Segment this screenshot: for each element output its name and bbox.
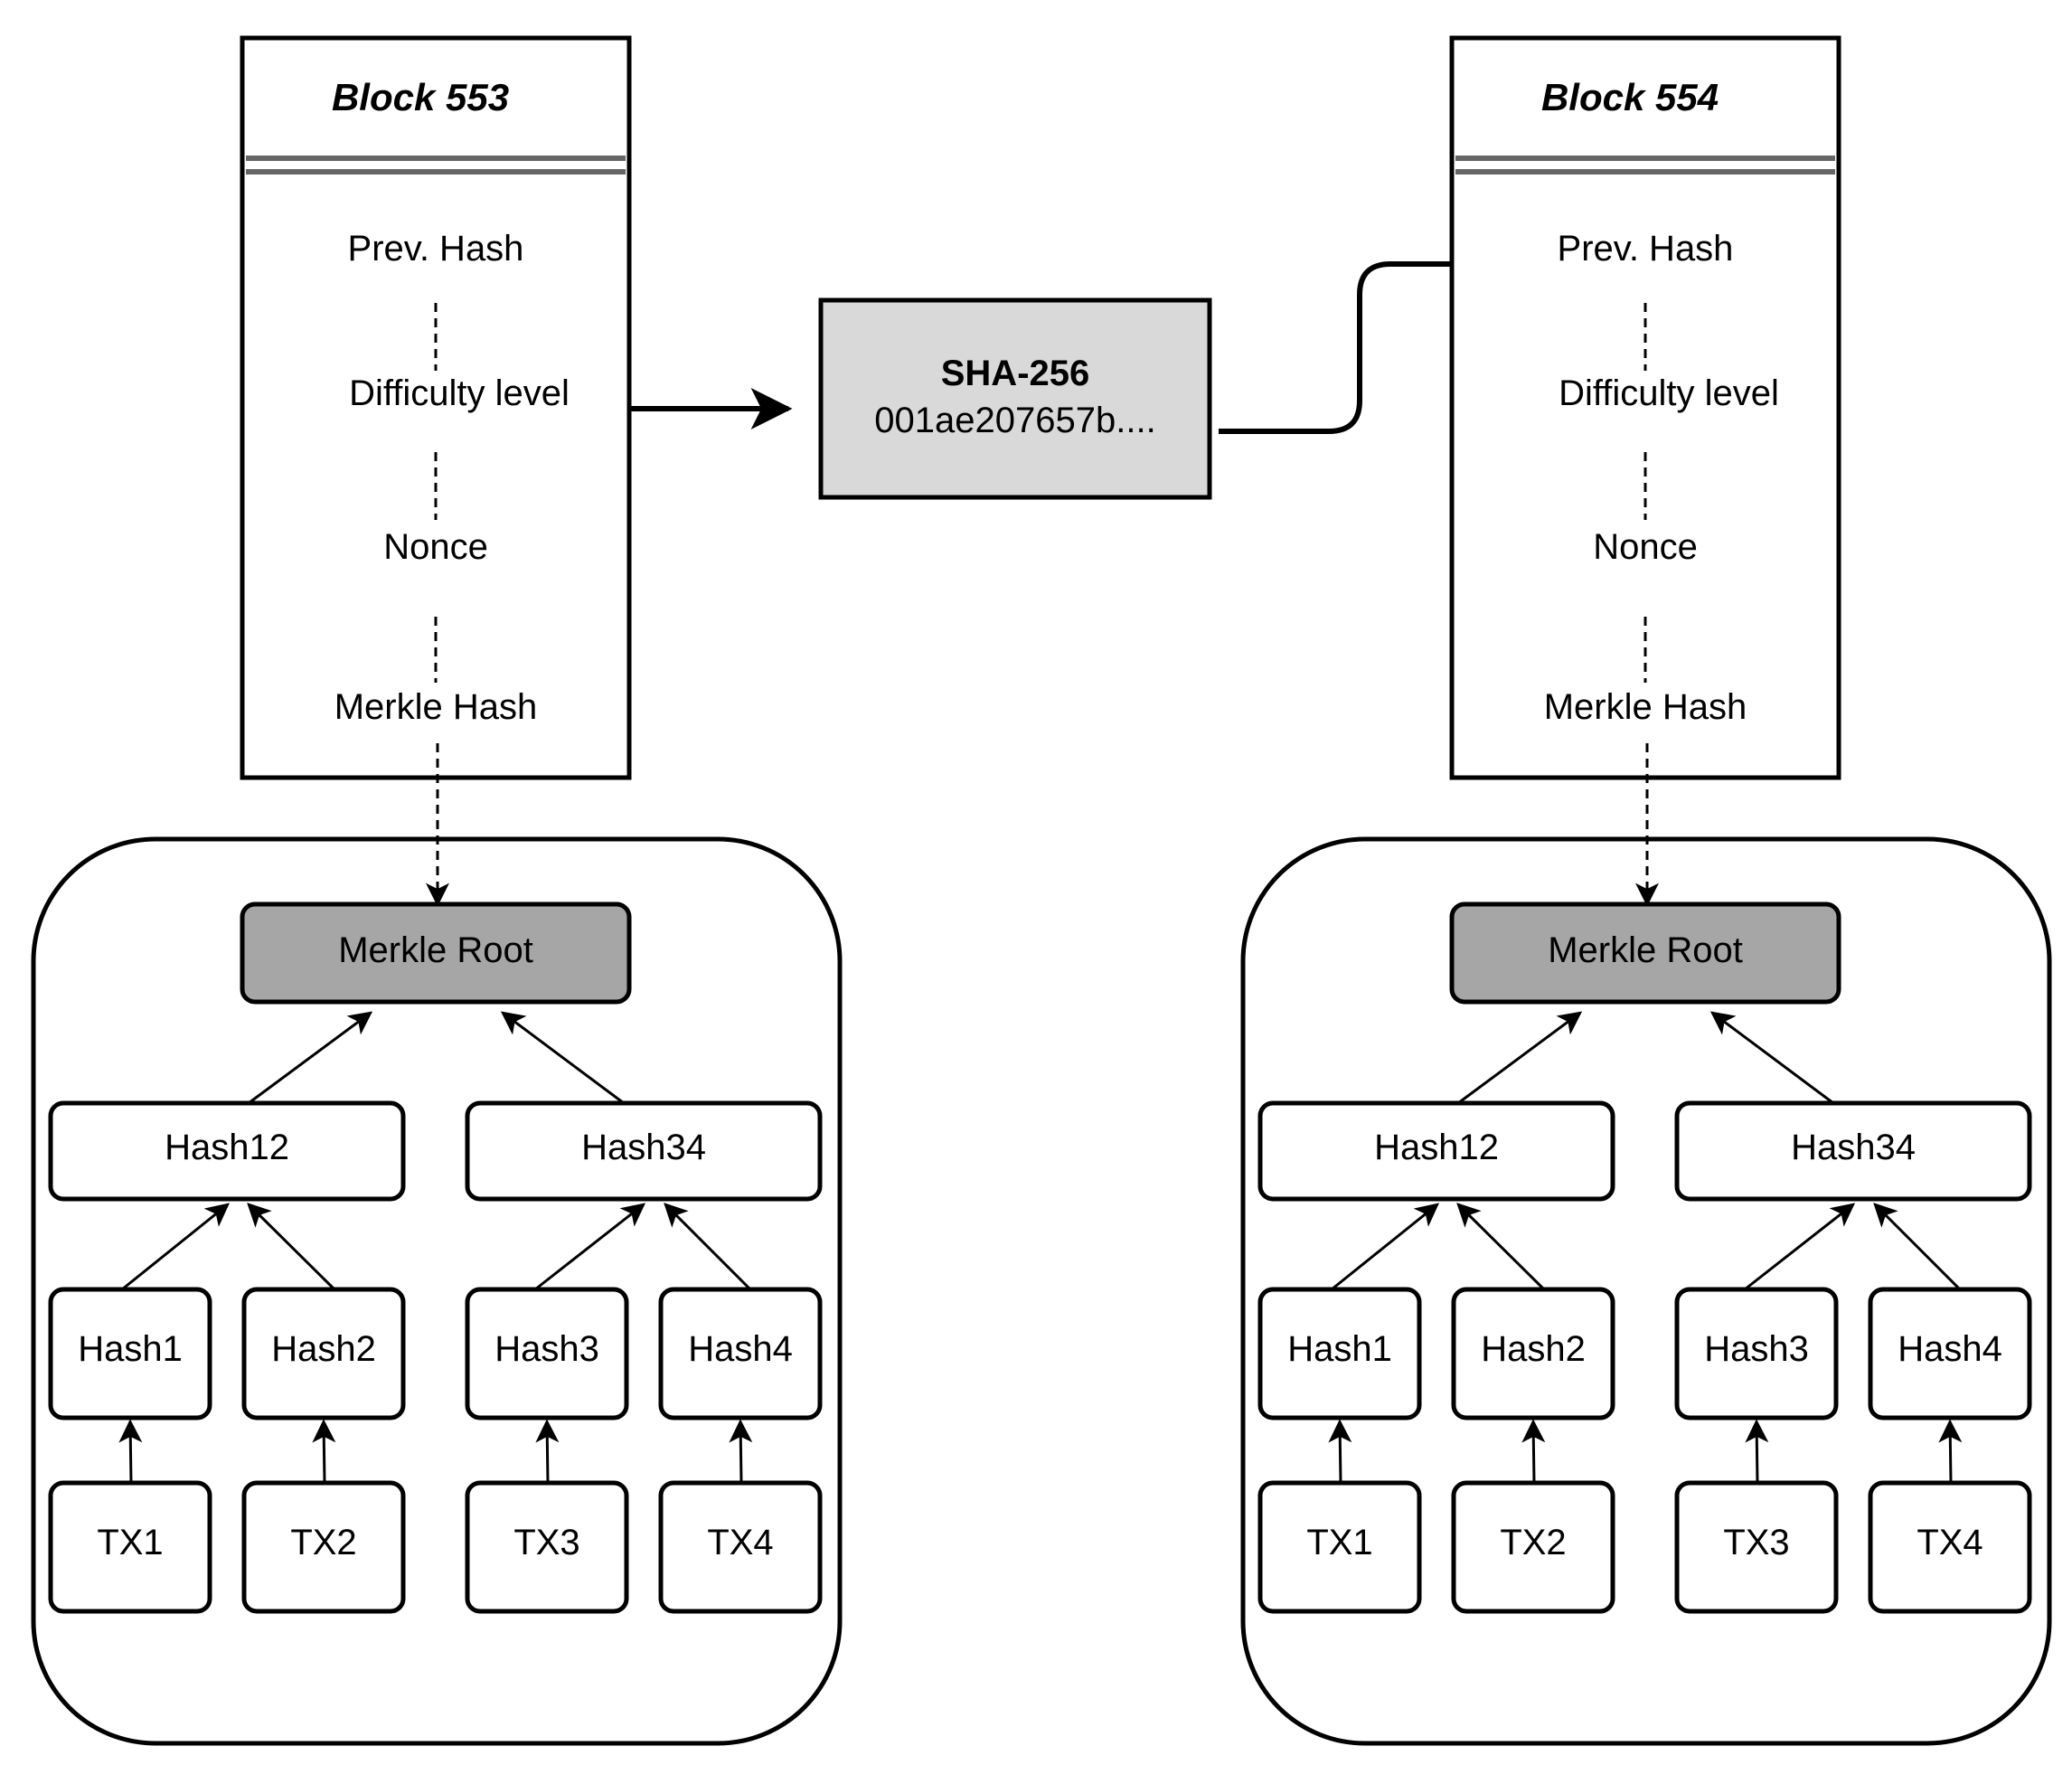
tree-arrow — [1328, 1419, 1352, 1484]
hash3-node — [1674, 1287, 1839, 1420]
hash4-label: Hash4 — [688, 1329, 793, 1369]
tree-arrow — [1744, 1203, 1856, 1291]
tx4-label: TX4 — [707, 1523, 773, 1562]
hash34-label: Hash34 — [581, 1128, 706, 1167]
hash1-label: Hash1 — [78, 1329, 183, 1369]
tree-arrow — [500, 1011, 625, 1105]
tx4-label: TX4 — [1917, 1523, 1983, 1562]
block-553: Block 553 Prev. Hash Difficulty level No… — [31, 35, 843, 1746]
field-nonce: Nonce — [383, 527, 488, 567]
hash1-node — [48, 1287, 212, 1420]
tx3-label: TX3 — [513, 1523, 579, 1562]
block-title: Block 553 — [332, 76, 509, 118]
hash2-node — [1451, 1287, 1615, 1420]
hash12-label: Hash12 — [165, 1128, 289, 1167]
hash2-label: Hash2 — [271, 1329, 376, 1369]
sha256-hash-box: SHA-256 001ae207657b.... — [631, 243, 1540, 500]
tx1-label: TX1 — [97, 1523, 163, 1562]
hash12-label: Hash12 — [1374, 1128, 1499, 1167]
tree-arrow — [118, 1419, 143, 1484]
field-merkle-hash: Merkle Hash — [334, 687, 538, 727]
tree-arrow — [1873, 1203, 1962, 1291]
hash2-node — [241, 1287, 406, 1420]
tree-arrow — [247, 1203, 336, 1291]
tree-arrow — [535, 1419, 560, 1484]
field-prev-hash: Prev. Hash — [348, 229, 524, 269]
merkle-root-label: Merkle Root — [1548, 930, 1743, 970]
merkle-root-node — [240, 901, 632, 1005]
tx3-label: TX3 — [1723, 1523, 1789, 1562]
hash1-node — [1257, 1287, 1422, 1420]
field-merkle-hash: Merkle Hash — [1544, 687, 1747, 727]
field-difficulty-level: Difficulty level — [1559, 373, 1779, 413]
hash4-label: Hash4 — [1898, 1329, 2002, 1369]
tree-arrow — [1457, 1011, 1583, 1105]
tree-arrow — [729, 1419, 753, 1484]
merkle-root-node — [1449, 901, 1841, 1005]
hash4-node — [1868, 1287, 2032, 1420]
tx1-label: TX1 — [1306, 1523, 1372, 1562]
hash34-node — [1674, 1100, 2032, 1202]
tree-arrow — [534, 1203, 646, 1291]
field-nonce: Nonce — [1593, 527, 1698, 567]
block-title: Block 554 — [1541, 76, 1719, 118]
tree-arrow — [1456, 1203, 1546, 1291]
hash4-node — [658, 1287, 823, 1420]
tree-arrow — [1745, 1419, 1769, 1484]
tree-arrow — [1709, 1011, 1834, 1105]
tree-arrow — [1521, 1419, 1546, 1484]
tree-arrow — [1938, 1419, 1963, 1484]
tx2-label: TX2 — [290, 1523, 356, 1562]
hash12-node — [1257, 1100, 1615, 1202]
hash3-node — [465, 1287, 629, 1420]
block-554: Block 554 Prev. Hash Difficulty level No… — [1240, 35, 2052, 1746]
hash1-label: Hash1 — [1287, 1329, 1392, 1369]
hash2-label: Hash2 — [1481, 1329, 1586, 1369]
hash12-node — [48, 1100, 406, 1202]
hash-to-prev-hash-arrow — [1219, 243, 1540, 434]
merkle-root-label: Merkle Root — [338, 930, 533, 970]
tree-arrow — [248, 1011, 373, 1105]
field-difficulty-level: Difficulty level — [349, 373, 570, 413]
hash-function-name: SHA-256 — [941, 354, 1090, 393]
hash-function-value: 001ae207657b.... — [874, 401, 1155, 440]
hash34-label: Hash34 — [1791, 1128, 1916, 1167]
hash3-label: Hash3 — [1704, 1329, 1809, 1369]
tree-arrow — [664, 1203, 752, 1291]
hash3-label: Hash3 — [494, 1329, 599, 1369]
tree-arrow — [121, 1203, 231, 1291]
tx2-label: TX2 — [1500, 1523, 1566, 1562]
hash34-node — [465, 1100, 823, 1202]
hash-function-box — [818, 297, 1212, 500]
tree-arrow — [312, 1419, 336, 1484]
field-prev-hash: Prev. Hash — [1558, 229, 1734, 269]
tree-arrow — [1331, 1203, 1440, 1291]
